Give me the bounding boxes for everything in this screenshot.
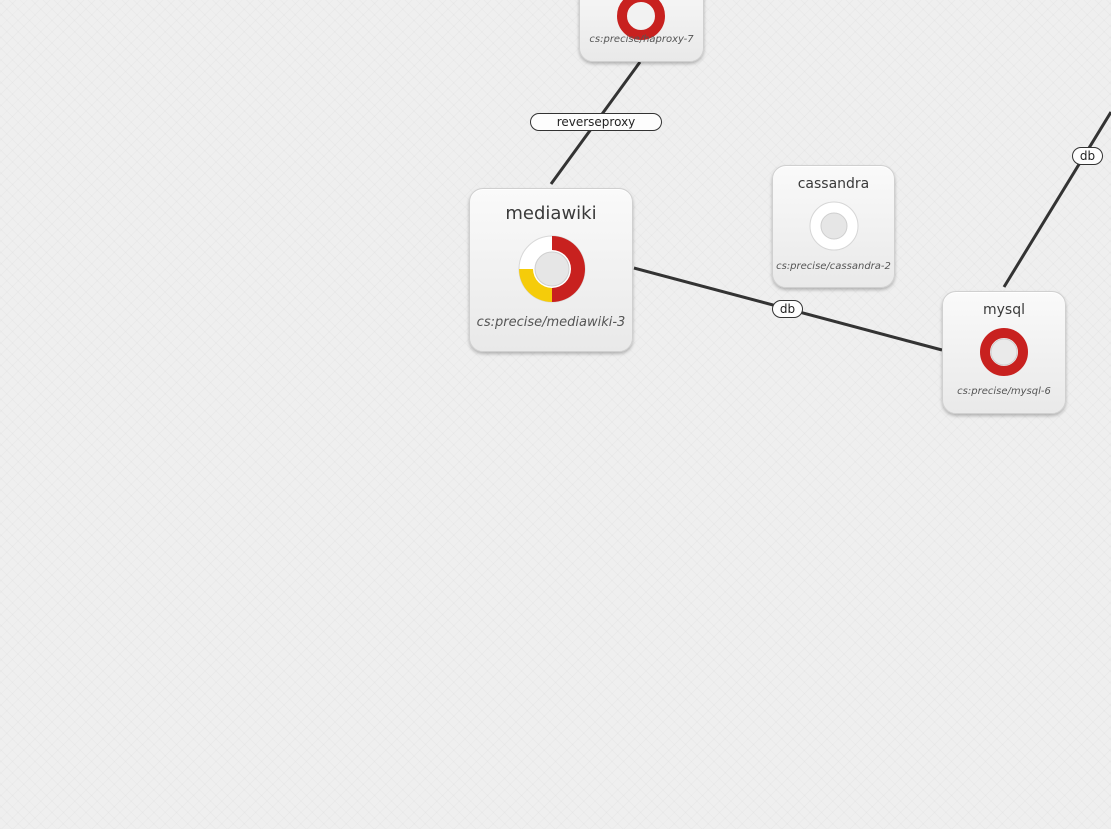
mediawiki-charm-label: cs:precise/mediawiki-3	[476, 315, 626, 330]
cassandra-service-name: cassandra	[797, 176, 870, 192]
cassandra-status-donut	[809, 201, 859, 251]
mysql-service-name: mysql	[983, 302, 1025, 318]
mediawiki-service-name: mediawiki	[505, 203, 597, 224]
haproxy-charm-label: cs:precise/haproxy-7	[589, 34, 694, 45]
service-cassandra[interactable]: cassandra cs:precise/cassandra-2	[772, 165, 895, 288]
haproxy-status-donut	[617, 0, 665, 40]
service-haproxy[interactable]: cs:precise/haproxy-7	[579, 0, 704, 62]
mysql-status-donut	[980, 328, 1028, 376]
cassandra-charm-label: cs:precise/cassandra-2	[776, 261, 891, 272]
service-mediawiki[interactable]: mediawiki cs:precise/mediawiki-3	[469, 188, 633, 352]
relation-label-db-mysql-offscreen[interactable]: db	[1072, 147, 1103, 165]
relation-label-reverseproxy[interactable]: reverseproxy	[530, 113, 662, 131]
relation-label-db-mediawiki-mysql[interactable]: db	[772, 300, 803, 318]
service-mysql[interactable]: mysql cs:precise/mysql-6	[942, 291, 1066, 414]
relation-line-mysql-offscreen[interactable]	[1002, 111, 1111, 288]
mediawiki-status-donut	[518, 235, 586, 303]
mysql-charm-label: cs:precise/mysql-6	[957, 386, 1051, 397]
